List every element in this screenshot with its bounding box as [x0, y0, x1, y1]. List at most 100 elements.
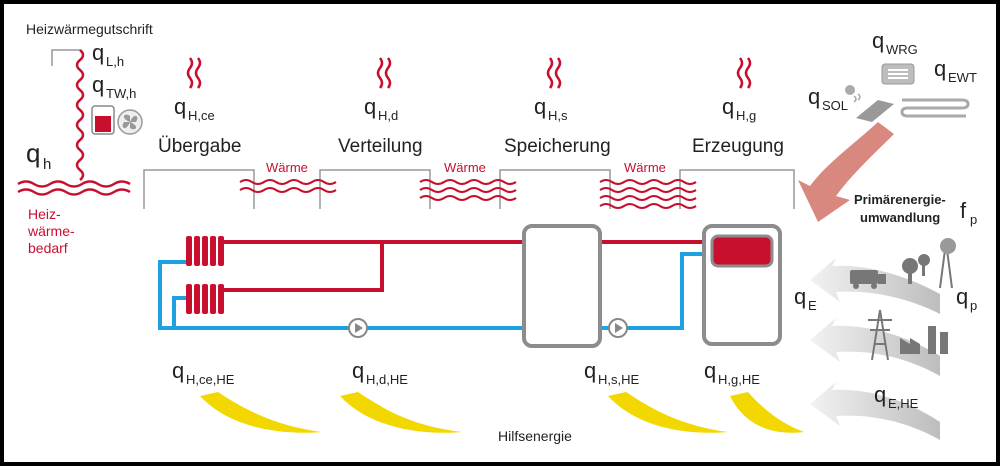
heat-flow-1: Wärme	[239, 160, 337, 193]
heat-loss-icon-transfer	[186, 57, 202, 89]
svg-text:H,g,HE: H,g,HE	[718, 372, 760, 387]
boiler-icon	[702, 224, 782, 346]
svg-text:q: q	[172, 358, 184, 383]
q-H-ce-HE-label: q H,ce,HE	[172, 358, 235, 387]
svg-text:Wärme: Wärme	[444, 160, 486, 175]
svg-text:q: q	[534, 94, 546, 119]
return-pipes	[158, 252, 704, 330]
solar-collector-icon	[845, 85, 894, 122]
q-E-label: q E	[794, 284, 817, 313]
pump-storage-icon	[608, 318, 628, 338]
svg-text:q: q	[92, 72, 104, 97]
svg-text:q: q	[872, 28, 884, 53]
svg-text:q: q	[934, 56, 946, 81]
svg-text:q: q	[584, 358, 596, 383]
primary-conversion-label-2: umwandlung	[860, 210, 940, 225]
q-H-d-HE-label: q H,d,HE	[352, 358, 408, 387]
svg-text:q: q	[92, 40, 104, 65]
stage-generation-title: Erzeugung	[692, 136, 784, 157]
svg-text:H,g: H,g	[736, 108, 756, 123]
svg-text:Wärme: Wärme	[266, 160, 308, 175]
radiator-lower-icon	[186, 284, 224, 314]
svg-text:SOL: SOL	[822, 98, 848, 113]
supply-pipes	[224, 240, 704, 292]
water-tank-icon	[91, 105, 115, 135]
svg-text:q: q	[174, 94, 186, 119]
ground-heat-exchanger-icon	[900, 98, 970, 118]
q-H-d-label: q H,d	[364, 94, 398, 123]
svg-text:f: f	[960, 198, 967, 223]
q-TW-h-label: q TW,h	[92, 72, 136, 101]
storage-tank-icon	[522, 224, 602, 348]
svg-text:E: E	[808, 298, 817, 313]
heat-flow-2: Wärme	[419, 160, 517, 201]
heat-loss-icon-storage	[546, 57, 562, 89]
svg-text:p: p	[970, 212, 977, 227]
svg-text:Wärme: Wärme	[624, 160, 666, 175]
heat-demand-waves	[17, 180, 131, 196]
renewable-input-arrow	[798, 122, 894, 222]
aux-energy-label: Hilfsenergie	[498, 428, 572, 444]
svg-text:q: q	[956, 284, 968, 309]
q-E-HE-label: q E,HE	[874, 382, 919, 411]
svg-text:H,d: H,d	[378, 108, 398, 123]
oil-derrick-icon	[939, 238, 956, 289]
svg-text:h: h	[43, 156, 51, 173]
q-H-g-label: q H,g	[722, 94, 756, 123]
q-EWT-label: q EWT	[934, 56, 977, 85]
stage-storage-title: Speicherung	[504, 136, 611, 157]
stage-transfer-title: Übergabe	[158, 136, 241, 157]
heat-recovery-icon	[881, 63, 915, 85]
primary-conversion-label-1: Primärenergie-	[854, 192, 946, 207]
f-p-label: f p	[960, 198, 977, 227]
svg-text:H,ce,HE: H,ce,HE	[186, 372, 235, 387]
q-H-s-label: q H,s	[534, 94, 568, 123]
q-H-s-HE-label: q H,s,HE	[584, 358, 640, 387]
q-p-label: q p	[956, 284, 977, 313]
svg-text:q: q	[874, 382, 886, 407]
q-L-h-label: q L,h	[92, 40, 124, 69]
heat-demand-label-2: wärme-	[27, 223, 75, 239]
heat-loss-icon-distribution	[376, 57, 392, 89]
fuel-truck-icon	[850, 270, 886, 289]
svg-text:H,d,HE: H,d,HE	[366, 372, 408, 387]
svg-text:L,h: L,h	[106, 54, 124, 69]
svg-text:E,HE: E,HE	[888, 396, 919, 411]
power-pylon-icon	[868, 309, 892, 361]
q-WRG-label: q WRG	[872, 28, 918, 57]
q-SOL-label: q SOL	[808, 84, 848, 113]
q-H-ce-label: q H,ce	[174, 94, 215, 123]
heat-loss-icon-generation	[736, 57, 752, 89]
factory-icon	[900, 326, 948, 354]
heat-flow-3: Wärme	[599, 160, 697, 209]
pump-distribution-icon	[348, 318, 368, 338]
svg-text:q: q	[704, 358, 716, 383]
q-H-g-HE-label: q H,g,HE	[704, 358, 760, 387]
heat-credit-wave	[75, 49, 85, 181]
heat-demand-label-1: Heiz-	[28, 206, 61, 222]
svg-text:p: p	[970, 298, 977, 313]
heat-credit-bracket	[51, 49, 80, 66]
svg-text:TW,h: TW,h	[106, 86, 136, 101]
svg-text:q: q	[794, 284, 806, 309]
svg-text:WRG: WRG	[886, 42, 918, 57]
svg-text:EWT: EWT	[948, 70, 977, 85]
svg-text:H,s: H,s	[548, 108, 568, 123]
svg-text:H,ce: H,ce	[188, 108, 215, 123]
diagram-frame: Heizwärmegutschrift q L,h q TW,h q h Hei…	[4, 4, 996, 462]
svg-text:q: q	[352, 358, 364, 383]
svg-text:H,s,HE: H,s,HE	[598, 372, 640, 387]
svg-text:q: q	[722, 94, 734, 119]
svg-text:q: q	[364, 94, 376, 119]
svg-text:q: q	[26, 138, 40, 168]
trees-icon	[902, 254, 930, 284]
energy-flow-diagram: Heizwärmegutschrift q L,h q TW,h q h Hei…	[17, 21, 977, 444]
q-h-label: q h	[26, 138, 51, 173]
radiator-upper-icon	[186, 236, 224, 266]
ventilation-fan-icon	[117, 109, 143, 135]
stage-distribution-title: Verteilung	[338, 136, 423, 157]
heat-demand-label-3: bedarf	[28, 240, 68, 256]
svg-text:q: q	[808, 84, 820, 109]
heat-credit-label: Heizwärmegutschrift	[26, 21, 153, 37]
aux-energy-arrows	[200, 392, 804, 433]
